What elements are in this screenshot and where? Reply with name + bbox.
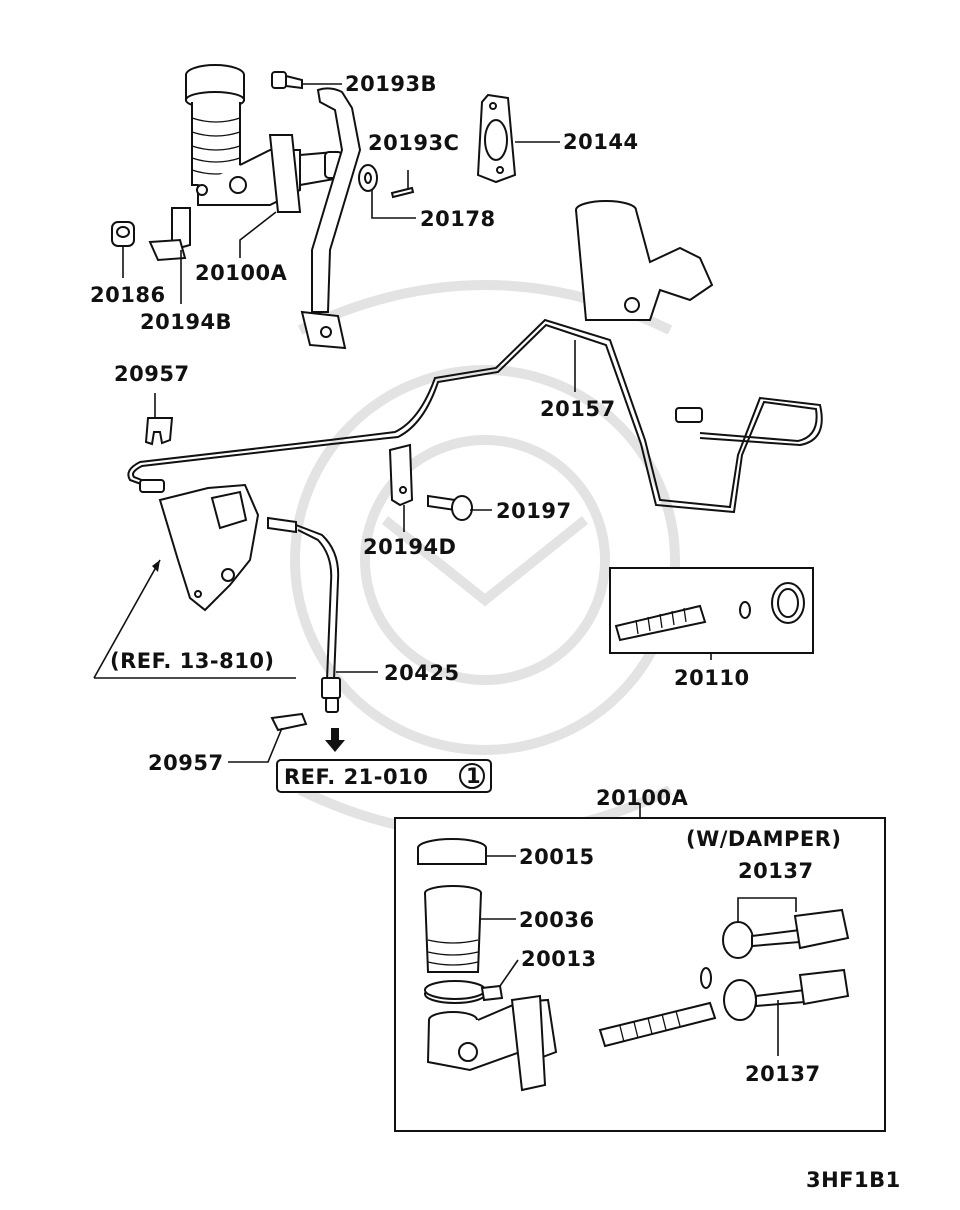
leader-ref-13-810 [93, 559, 296, 679]
label-20015: 20015 [519, 845, 595, 869]
watermark [290, 280, 680, 840]
bolt-20197 [427, 494, 473, 521]
washer-20178 [358, 164, 378, 192]
label-20013: 20013 [521, 947, 597, 971]
bracket-20194d [388, 443, 414, 507]
label-20100a-top: 20100A [195, 261, 288, 285]
clip-20957-upper [144, 417, 174, 446]
master-cylinder-assembly [185, 64, 343, 213]
label-20193b: 20193B [345, 72, 437, 96]
label-20193c: 20193C [368, 131, 459, 155]
label-20137-bottom: 20137 [745, 1062, 821, 1086]
label-20178: 20178 [420, 207, 496, 231]
label-20186: 20186 [90, 283, 166, 307]
ref-21-010-box [276, 759, 492, 793]
clutch-pipe-20157 [127, 318, 823, 514]
label-20110: 20110 [674, 666, 750, 690]
clip-20194b [148, 207, 191, 262]
bolt-20193b [271, 71, 303, 90]
label-20137-top: 20137 [738, 859, 814, 883]
label-20425: 20425 [384, 661, 460, 685]
label-diagram-code: 3HF1B1 [806, 1168, 901, 1192]
reservoir-tank [575, 200, 714, 321]
label-20957-top: 20957 [114, 362, 190, 386]
label-ref-circle-number: 1 [466, 764, 481, 788]
ref-circle [459, 763, 485, 789]
label-20036: 20036 [519, 908, 595, 932]
repair-kit-20110-box [609, 567, 814, 654]
leader-lines [122, 83, 797, 1056]
label-20194d: 20194D [363, 535, 457, 559]
label-20144: 20144 [563, 130, 639, 154]
label-20197: 20197 [496, 499, 572, 523]
arrow-down-icon [325, 728, 345, 752]
label-ref-13-810: (REF. 13-810) [110, 649, 275, 673]
body-bracket [158, 483, 260, 612]
label-ref-21-010: REF. 21-010 [284, 765, 428, 789]
label-20100a-box: 20100A [596, 786, 689, 810]
label-w-damper: (W/DAMPER) [686, 827, 842, 851]
label-20157: 20157 [540, 397, 616, 421]
clutch-hose-20425 [267, 516, 341, 713]
label-20194b: 20194B [140, 310, 232, 334]
clip-20957-lower [270, 712, 308, 732]
label-20957-bottom: 20957 [148, 751, 224, 775]
nut-20186 [111, 221, 135, 247]
clutch-pedal [300, 87, 362, 350]
detail-box-20100a [394, 803, 886, 1132]
gasket-20144 [476, 93, 517, 184]
pin-20193c [390, 186, 415, 199]
